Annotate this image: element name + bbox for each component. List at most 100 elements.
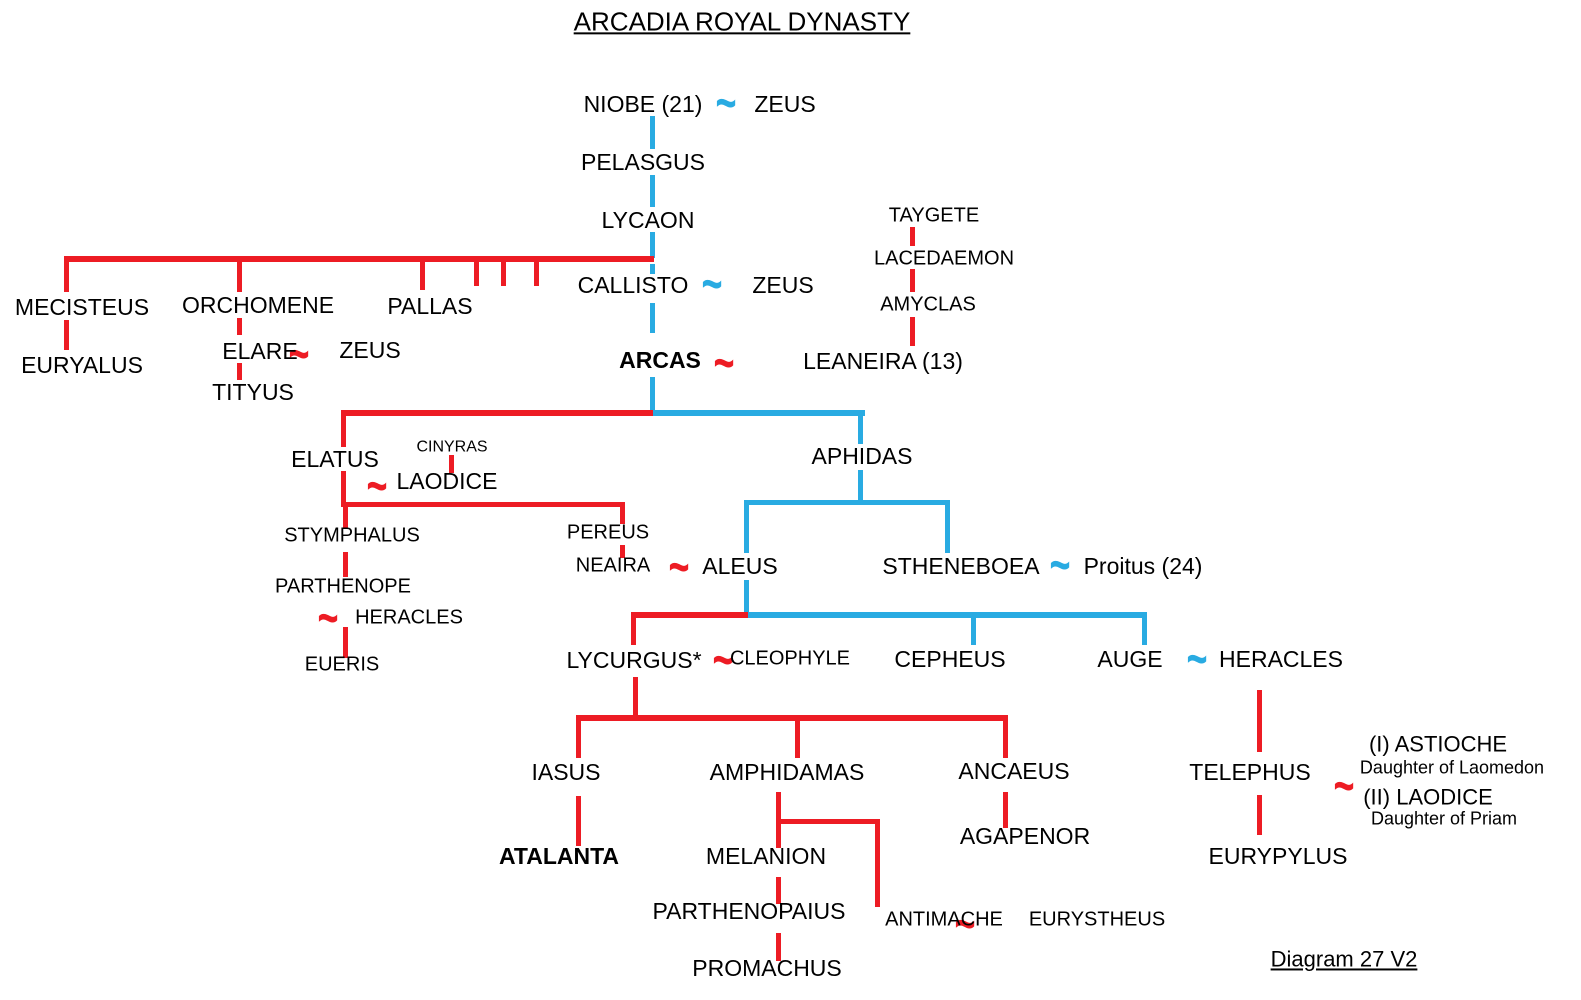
line-cinyras-laodice <box>449 455 454 473</box>
line-to-antimache <box>875 819 880 907</box>
node-eurystheus: EURYSTHEUS <box>1028 908 1166 931</box>
node-niobe: NIOBE (21) <box>583 90 703 117</box>
node-elatus: ELATUS <box>291 445 379 472</box>
line-drop-ancaeus <box>1003 715 1008 758</box>
node-eueris: EUERIS <box>304 653 380 676</box>
node-iasus: IASUS <box>531 758 601 785</box>
line-arcas-children-red <box>341 410 653 416</box>
line-elatus-children <box>341 502 625 507</box>
line-lycaon-children <box>64 256 654 262</box>
node-arcas: ARCAS <box>619 346 701 373</box>
node-pelasgus: PELASGUS <box>581 148 705 175</box>
line-drop-elatus <box>341 410 346 447</box>
node-mecisteus: MECISTEUS <box>14 293 150 320</box>
node-tityus: TITYUS <box>212 378 294 405</box>
node-antimache: ANTIMACHE <box>885 908 1003 931</box>
line-orchomene-elare <box>237 318 242 335</box>
line-drop-mecisteus <box>64 256 69 292</box>
node-euryalus: EURYALUS <box>21 351 143 378</box>
line-drop-stymphalus <box>343 507 348 528</box>
line-parthenope-eueris <box>343 627 348 658</box>
node-laodice: LAODICE <box>396 467 498 494</box>
node-zeus-a: ZEUS <box>754 90 816 117</box>
line-drop-stheneboea <box>945 500 950 553</box>
line-aphidas-down <box>858 470 863 502</box>
line-amphidamas-children <box>776 819 880 824</box>
line-iasus-atalanta <box>576 796 581 846</box>
line-stymphalus-parthenope <box>343 552 348 577</box>
line-drop-aleus <box>744 500 749 553</box>
line-aphidas-children <box>744 500 950 505</box>
line-tick-son2 <box>501 256 506 286</box>
line-ancaeus-agapenor <box>1003 792 1008 828</box>
line-aleus-children-cyan <box>746 612 1147 618</box>
line-niobe-pelasgus <box>650 116 655 149</box>
node-cleophyle: CLEOPHYLE <box>729 647 851 670</box>
node-ancaeus: ANCAEUS <box>958 757 1070 784</box>
node-eurypylus: EURYPYLUS <box>1208 842 1348 869</box>
line-drop-auge <box>1142 612 1147 645</box>
node-neaira: NEAIRA <box>575 554 651 577</box>
node-zeus-b: ZEUS <box>339 336 401 363</box>
node-callisto: CALLISTO <box>577 271 689 298</box>
node-wife1-note: Daughter of Laomedon <box>1359 757 1545 778</box>
node-melanion: MELANION <box>705 842 827 869</box>
node-amphidamas: AMPHIDAMAS <box>709 758 865 785</box>
line-amphidamas-down <box>776 792 781 822</box>
node-wife2-name: (II) LAODICE <box>1363 784 1493 810</box>
line-taygete-lacedaemon <box>910 227 915 246</box>
node-telephus: TELEPHUS <box>1189 758 1311 785</box>
line-melanion-parthenopaius <box>776 877 781 904</box>
node-pereus: PEREUS <box>566 521 650 544</box>
node-heracles-b: HERACLES <box>1219 645 1343 672</box>
line-callisto-arcas <box>650 303 655 333</box>
node-lycaon: LYCAON <box>601 206 695 233</box>
node-wife1-name: (I) ASTIOCHE <box>1368 731 1508 757</box>
line-tick-son1 <box>474 256 479 286</box>
line-arcas-children-cyan <box>650 410 865 416</box>
node-heracles-a: HERACLES <box>355 606 463 629</box>
line-to-callisto <box>650 264 655 274</box>
line-drop-amphidamas <box>795 715 800 758</box>
line-drop-lycurgus <box>631 612 636 645</box>
line-drop-pereus <box>620 502 625 524</box>
line-telephus-eurypylus <box>1257 795 1262 835</box>
node-stymphalus: STYMPHALUS <box>284 524 420 547</box>
line-lycurgus-children <box>576 715 1008 721</box>
node-wife2-note: Daughter of Priam <box>1370 808 1518 829</box>
node-amyclas: AMYCLAS <box>880 293 976 316</box>
page-title: ARCADIA ROYAL DYNASTY <box>573 6 911 37</box>
line-elatus-down <box>341 471 346 504</box>
line-mecisteus-euryalus <box>64 320 69 350</box>
node-aphidas: APHIDAS <box>811 442 913 469</box>
line-lacedaemon-amyclas <box>910 269 915 292</box>
line-to-melanion <box>776 824 781 848</box>
node-agapenor: AGAPENOR <box>959 822 1091 849</box>
node-taygete: TAYGETE <box>888 204 980 227</box>
line-drop-iasus <box>576 715 581 758</box>
node-atalanta: ATALANTA <box>498 842 620 869</box>
node-parthenope: PARTHENOPE <box>275 575 411 598</box>
line-drop-cepheus <box>971 612 976 645</box>
node-proitus: Proitus (24) <box>1083 552 1203 579</box>
line-aleus-children-red <box>631 612 748 618</box>
line-elare-tityus <box>237 363 242 380</box>
line-drop-orchomene <box>237 256 242 292</box>
line-aleus-down <box>744 580 749 615</box>
node-stheneboea: STHENEBOEA <box>882 552 1040 579</box>
line-amyclas-leaneira <box>910 317 915 346</box>
node-cepheus: CEPHEUS <box>894 645 1006 672</box>
node-promachus: PROMACHUS <box>692 954 842 981</box>
node-elare: ELARE <box>222 337 298 364</box>
node-lacedaemon: LACEDAEMON <box>873 247 1015 270</box>
node-lycurgus: LYCURGUS* <box>566 646 702 673</box>
line-lycaon-down <box>650 232 655 258</box>
line-heracles-telephus <box>1257 690 1262 752</box>
line-drop-pallas <box>420 256 425 290</box>
node-cinyras: CINYRAS <box>416 438 488 456</box>
line-pelasgus-lycaon <box>650 175 655 207</box>
line-parthenopaius-promachus <box>776 933 781 961</box>
node-auge: AUGE <box>1097 645 1163 672</box>
line-tick-son3 <box>534 256 539 286</box>
